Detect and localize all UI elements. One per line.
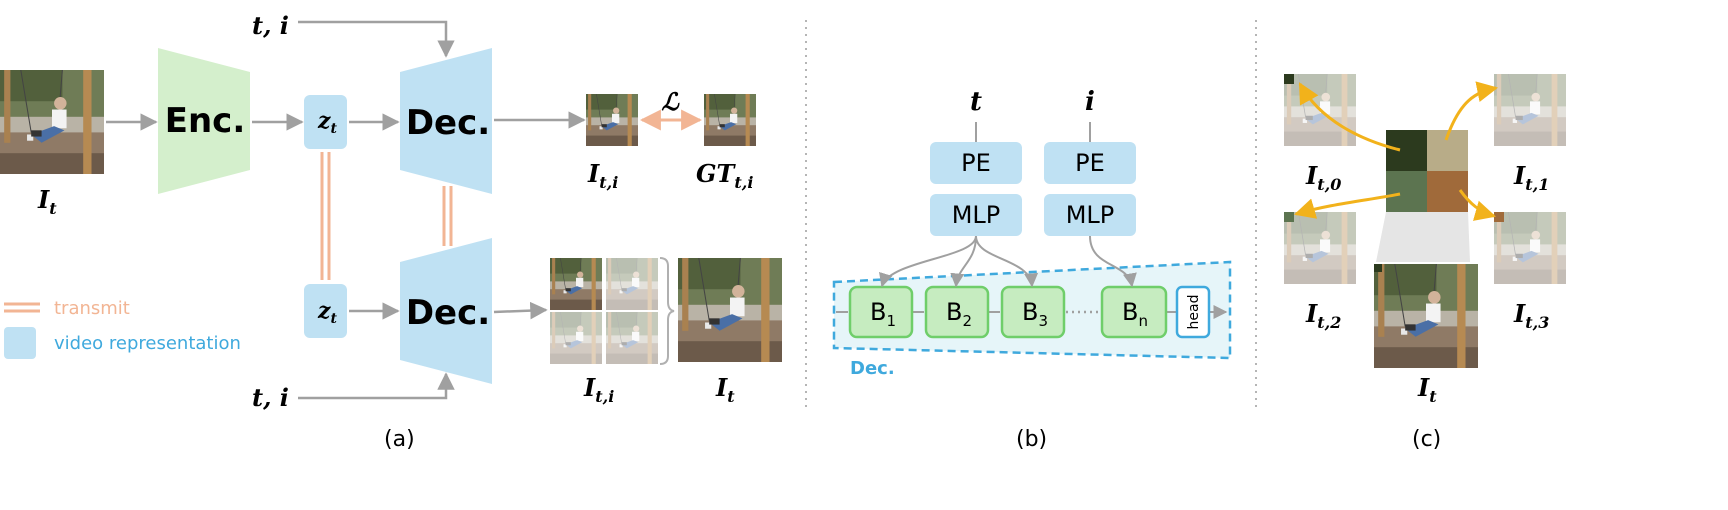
block-b3-label: B3 <box>1022 298 1048 330</box>
head-block-label: head <box>1186 295 1202 330</box>
patch-label-3: It,3 <box>1513 299 1549 332</box>
main-image-label: It <box>1417 373 1437 406</box>
pe-block-i-label: PE <box>1075 149 1105 177</box>
mlp-block-i-label: MLP <box>1066 201 1115 229</box>
zoom-cone <box>1376 212 1470 262</box>
grid-label: It,i <box>583 373 614 406</box>
mlp-block-t <box>930 194 1022 236</box>
pe-block-t <box>930 142 1022 184</box>
grid-image-3 <box>606 312 658 364</box>
caption-a: (a) <box>384 427 415 452</box>
caption-c: (c) <box>1412 427 1441 452</box>
latent-bottom-label: zt <box>317 298 338 327</box>
mlp-block-t-label: MLP <box>952 201 1001 229</box>
panel-c: It,0 It,1 It,2 It,3 It (c) <box>1284 74 1566 452</box>
loss-label: ℒ <box>661 87 680 116</box>
legend-transmit-label: transmit <box>54 298 130 319</box>
encoder-block <box>158 48 250 194</box>
recon-image <box>678 258 782 362</box>
patch-image-1 <box>1494 74 1566 146</box>
i-label: i <box>1085 87 1095 117</box>
latent-top-label: zt <box>317 108 338 137</box>
arrow-patch-3 <box>1458 189 1497 221</box>
patch-highlight-0 <box>1284 74 1294 84</box>
arrow-patch-2 <box>1293 192 1401 219</box>
patch-highlight-2 <box>1284 212 1294 222</box>
cond-bottom-label: t, i <box>252 383 289 412</box>
pe-block-t-label: PE <box>961 149 991 177</box>
latent-top <box>304 95 347 149</box>
block-b1-label: B1 <box>870 298 896 330</box>
arrow-cond-top <box>298 20 455 58</box>
caption-b: (b) <box>1016 427 1047 452</box>
patch-label-1: It,1 <box>1513 161 1549 194</box>
patch-label-2: It,2 <box>1305 299 1341 332</box>
block-b2-label: B2 <box>946 298 972 330</box>
encoder-label: Enc. <box>165 101 246 141</box>
grid-image-2 <box>550 312 602 364</box>
patch-image-3 <box>1494 212 1566 284</box>
main-image-patch-marker <box>1374 264 1382 272</box>
route-mlp-t-to-b1 <box>879 235 977 288</box>
grid-image-0 <box>550 258 602 310</box>
pe-block-i <box>1044 142 1136 184</box>
cond-top-label: t, i <box>252 11 289 40</box>
output-image-label: It,i <box>587 159 618 192</box>
recon-image-label: It <box>715 373 735 406</box>
gt-image <box>704 94 756 146</box>
dec-box-label: Dec. <box>850 358 895 379</box>
decoder-bottom-label: Dec. <box>406 293 490 333</box>
patch-label-0: It,0 <box>1305 161 1341 194</box>
decoder-top-label: Dec. <box>406 103 490 143</box>
panel-a: It Enc. zt Dec. t, i It,i ℒ GTt,i <box>0 11 782 452</box>
block-bn-label: Bn <box>1122 298 1148 330</box>
patch-cell-0 <box>1386 130 1427 171</box>
patch-image-2 <box>1284 212 1356 284</box>
patch-highlight-3 <box>1494 212 1504 222</box>
main-image <box>1374 264 1478 368</box>
input-image <box>0 70 104 174</box>
arrow-cond-bottom <box>298 372 455 400</box>
input-image-label: It <box>37 185 57 218</box>
route-mlp-t-to-b3 <box>975 235 1039 288</box>
arrow-patch-0 <box>1298 82 1401 152</box>
route-mlp-t-to-b2 <box>950 235 977 288</box>
t-label: t <box>970 87 982 117</box>
panel-b: t i PE PE MLP MLP Dec. B1 B2 B3 Bn head <box>832 87 1232 452</box>
latent-bottom <box>304 284 347 338</box>
grid-brace <box>659 257 675 365</box>
route-mlp-i-to-bn <box>1089 235 1137 288</box>
gt-image-label: GTt,i <box>696 159 753 192</box>
arrow-decoder-to-grid <box>493 301 548 320</box>
head-block <box>1175 285 1211 339</box>
grid-image-1 <box>606 258 658 310</box>
mlp-block-i <box>1044 194 1136 236</box>
patch-cell-2 <box>1386 171 1427 212</box>
decoder-top <box>400 48 492 194</box>
output-image <box>586 94 638 146</box>
legend-video-rep-label: video representation <box>54 333 241 354</box>
arrow-patch-1 <box>1444 81 1499 141</box>
decoder-bottom <box>400 238 492 384</box>
legend-video-rep-swatch <box>4 327 36 359</box>
